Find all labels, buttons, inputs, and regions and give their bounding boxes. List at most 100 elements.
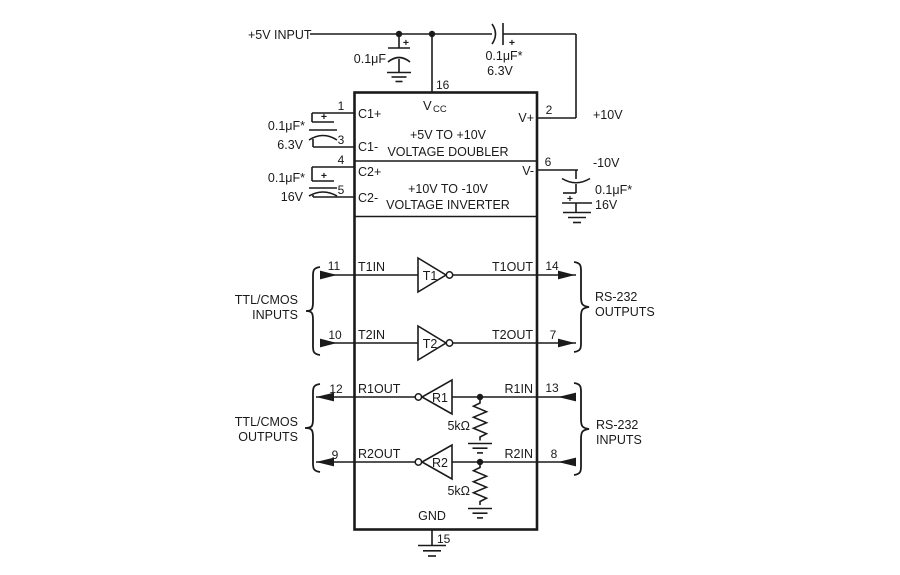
pin-label-vplus: V+ [518,111,534,125]
bypass-cap-value: 0.1μF [354,52,387,66]
plus5v-input-label: +5V INPUT [248,28,312,42]
ground-symbol [468,507,492,519]
rs232-outputs-line1: RS-232 [595,290,637,304]
cap-curved-plate [387,56,411,63]
vcc-subscript: CC [433,104,447,115]
c1-value: 0.1μF* [268,119,305,133]
left-brace [304,383,321,473]
right-brace [573,261,590,353]
ground-symbol [468,442,492,454]
c2-value: 0.1μF* [268,171,305,185]
plus-mark: + [403,37,409,49]
cap-curved-plate [561,177,591,184]
vcc-label: V [423,98,432,113]
pin-label-r2out: R2OUT [358,447,401,461]
power-input-section: +5V INPUT + 0.1μF + 0.1μF* 6.3V [248,23,577,119]
plus-mark: + [567,193,573,205]
pin-number-7: 7 [550,328,557,342]
rs232-inputs-line1: RS-232 [596,418,638,432]
t1-channel: 11 T1IN T1 T1OUT 14 [320,256,576,294]
cap-curved-plate [308,134,338,141]
c2-voltage: 16V [281,190,304,204]
inverter-bubble [445,339,454,347]
r1-gate-label: R1 [432,391,448,405]
ttl-outputs-line1: TTL/CMOS [235,415,298,429]
chip-internal-labels: V CC +5V TO +10V VOLTAGE DOUBLER +10V TO… [358,98,534,212]
rs232-inputs-line2: INPUTS [596,433,642,447]
plus10v-label: +10V [593,108,623,122]
r2-gate-triangle [420,443,453,481]
pin-label-r2in: R2IN [505,447,533,461]
doubler-line1: +5V TO +10V [410,128,487,142]
pin-label-gnd: GND [418,509,446,523]
arrow-left-icon [558,457,576,467]
rs232-inputs-group: RS-232 INPUTS [573,382,642,476]
pin-number-5: 5 [338,183,345,197]
plus-mark: + [321,111,327,123]
plus-mark: + [321,170,327,182]
pin-label-t1in: T1IN [358,260,385,274]
t2-gate-triangle [417,324,448,362]
pin-number-3: 3 [338,133,345,147]
arrow-left-icon [558,392,576,402]
vminus-capacitor: + 0.1μF* 16V [537,169,632,224]
arrow-right-icon [558,338,575,348]
pin-number-9: 9 [332,448,339,462]
inverter-line1: +10V TO -10V [408,182,488,196]
doubler-line2: VOLTAGE DOUBLER [387,145,508,159]
pin-number-1: 1 [338,99,345,113]
arrow-left-icon [316,392,334,402]
c2-capacitor: + 0.1μF* 16V [268,166,354,204]
pin-label-c1minus: C1- [358,140,378,154]
arrow-right-icon [320,338,337,348]
rs232-outputs-group: RS-232 OUTPUTS [573,261,655,353]
r2-pulldown-resistor [471,462,489,505]
vminus-cap-value: 0.1μF* [595,183,632,197]
pin-number-11: 11 [328,259,341,273]
pin-label-t1out: T1OUT [492,260,533,274]
pin-label-c1plus: C1+ [358,107,381,121]
t1-gate-triangle [417,256,448,294]
pin-numbers-top: 16 2 6 1 3 4 5 [338,78,553,197]
minus10v-label: -10V [593,156,620,170]
series-cap-value: 0.1μF* [485,49,522,63]
cap-curved-plate [491,23,497,45]
r2-gate-label: R2 [432,456,448,470]
plus-mark: + [509,37,515,49]
junction-dot [428,30,436,38]
r1-resistor-value: 5kΩ [447,419,470,433]
ttl-outputs-line2: OUTPUTS [238,430,298,444]
pin-number-8: 8 [551,447,558,461]
left-brace [305,266,321,356]
ground-pin-section: GND 15 [418,509,451,557]
series-cap-voltage: 6.3V [487,64,513,78]
r1-pulldown-resistor [471,397,489,441]
pin-label-vminus: V- [522,164,534,178]
right-brace [573,382,590,476]
pin-number-12: 12 [329,382,343,396]
pin-label-c2minus: C2- [358,191,378,205]
pin-number-15: 15 [437,532,451,546]
pin-number-4: 4 [338,153,345,167]
pin-number-13: 13 [545,381,559,395]
ttl-inputs-line1: TTL/CMOS [235,293,298,307]
bypass-capacitor: + 0.1μF [354,34,411,83]
rs232-outputs-line2: OUTPUTS [595,305,655,319]
c1-voltage: 6.3V [277,138,303,152]
inverter-line2: VOLTAGE INVERTER [386,198,510,212]
cap-curved-plate [308,191,338,197]
t2-channel: 10 T2IN T2 T2OUT 7 [320,324,576,362]
t2-gate-label: T2 [423,337,438,351]
inverter-bubble [445,271,454,279]
arrow-right-icon [558,270,575,280]
ground-symbol [563,211,591,224]
arrow-left-icon [316,457,334,467]
ttl-cmos-outputs-group: TTL/CMOS OUTPUTS [235,383,321,473]
r1-channel: 12 R1OUT R1 R1IN 13 5kΩ [316,378,576,454]
t1-gate-label: T1 [423,269,438,283]
pin-number-6: 6 [545,155,552,169]
series-capacitor: + 0.1μF* 6.3V [485,23,523,78]
pin-label-t2out: T2OUT [492,328,533,342]
r2-channel: 9 R2OUT R2 R2IN 8 5kΩ [316,443,576,519]
